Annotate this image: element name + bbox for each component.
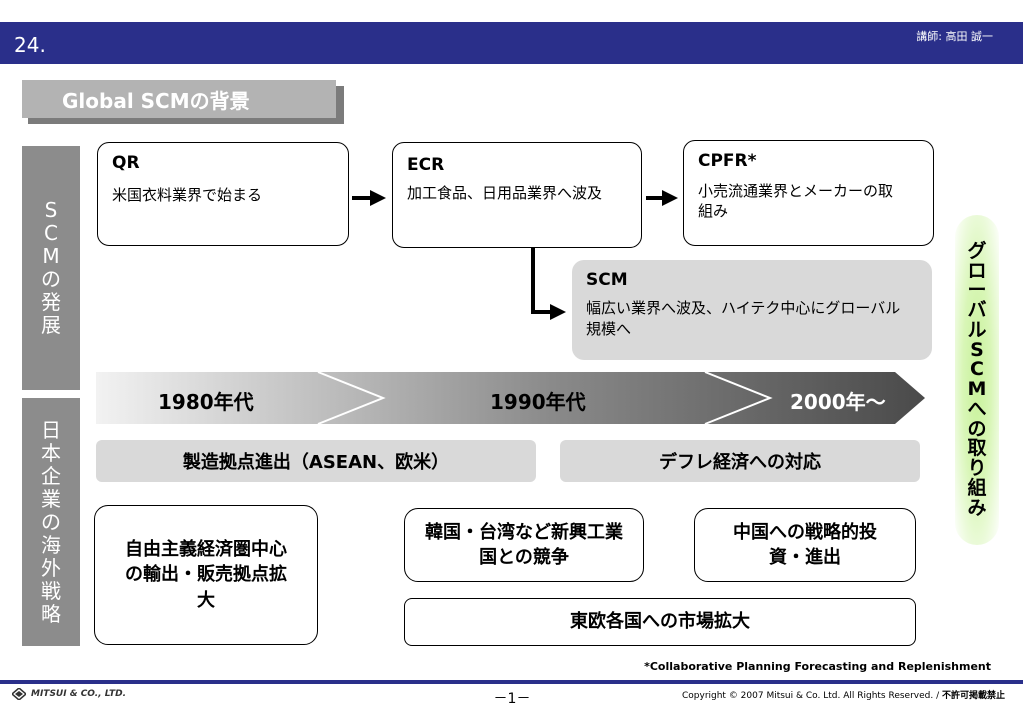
footnote: *Collaborative Planning Forecasting and … [644, 660, 991, 673]
side-label-strategy-char: 戦 [41, 578, 61, 603]
copyright-text: Copyright © 2007 Mitsui & Co. Ltd. All R… [681, 691, 942, 701]
scm-text: 幅広い業界へ波及、ハイテク中心にグローバル規模へ [586, 299, 901, 338]
copyright-notice: 不許可掲載禁止 [941, 691, 1005, 701]
side-label-scm-char: C [44, 221, 58, 245]
ecr-title: ECR [407, 155, 445, 175]
strategy-box-nics-competition: 韓国・台湾など新興工業国との競争 [404, 508, 644, 582]
side-label-strategy-char: 海 [41, 532, 61, 557]
side-label-strategy-char: 企 [41, 463, 61, 488]
global-scm-char: の [967, 417, 987, 440]
page-title: Global SCMの背景 [22, 80, 336, 118]
global-scm-char: バ [967, 299, 987, 321]
band-deflation-response: デフレ経済への対応 [560, 440, 920, 482]
side-label-scm-char: の [41, 267, 61, 291]
side-label-strategy-char: 外 [41, 555, 61, 580]
side-label-scm-char: M [42, 244, 60, 268]
global-scm-char: ー [967, 279, 987, 302]
ecr-text: 加工食品、日用品業界へ波及 [407, 184, 603, 202]
timeline-era-1980s: 1980年代 [158, 390, 254, 414]
timeline-era-2000s: 2000年～ [790, 390, 886, 414]
cpfr-box: CPFR* 小売流通業界とメーカーの取組み [683, 140, 934, 246]
strategy-box-china-investment: 中国への戦略的投資・進出 [694, 508, 916, 582]
global-scm-char: み [967, 496, 987, 519]
band-manufacturing-expansion: 製造拠点進出（ASEAN、欧米） [96, 440, 536, 482]
qr-title: QR [112, 153, 140, 173]
side-label-scm-char: 展 [41, 313, 61, 337]
global-scm-char: C [970, 358, 984, 381]
company-name: MITSUI & CO., LTD. [31, 689, 127, 699]
page-number: －1－ [493, 691, 531, 707]
lecturer-name: 講師: 高田 誠一 [916, 30, 993, 43]
scm-title: SCM [586, 270, 628, 290]
global-scm-char: り [967, 457, 987, 479]
arrow-ecr-to-cpfr [646, 190, 678, 206]
global-scm-char: 組 [967, 476, 987, 499]
side-label-strategy-char: 業 [41, 486, 61, 511]
global-scm-char: S [970, 338, 984, 361]
cpfr-text: 小売流通業界とメーカーの取組み [698, 182, 894, 221]
side-label-scm-char: S [44, 198, 58, 222]
cpfr-title: CPFR* [698, 151, 757, 171]
company-logo: MITSUI & CO., LTD. [12, 688, 126, 700]
side-label-strategy-char: 略 [41, 601, 61, 626]
global-scm-char: グ [967, 239, 987, 262]
global-scm-char: M [967, 378, 987, 400]
global-scm-pill [955, 215, 999, 545]
qr-text: 米国衣料業界で始まる [112, 186, 263, 204]
ecr-box: ECR 加工食品、日用品業界へ波及 [392, 142, 642, 248]
side-label-scm-char: 発 [41, 290, 61, 314]
arrow-qr-to-ecr [352, 190, 386, 206]
timeline-arrow [96, 371, 925, 425]
footer-rule [0, 680, 1023, 684]
copyright: Copyright © 2007 Mitsui & Co. Ltd. All R… [682, 688, 1005, 701]
global-scm-char: へ [967, 397, 987, 420]
strategy-box-eastern-europe: 東欧各国への市場拡大 [404, 598, 916, 646]
side-label-strategy-char: 本 [41, 440, 61, 465]
timeline-era-1990s: 1990年代 [490, 390, 586, 414]
slide-number: 24. [14, 33, 46, 57]
side-label-strategy-char: の [41, 509, 61, 534]
side-label-overseas-strategy: 日本企業の海外戦略 [22, 398, 80, 646]
global-scm-char: 取 [967, 437, 987, 460]
scm-box: SCM 幅広い業界へ波及、ハイテク中心にグローバル規模へ [572, 260, 932, 360]
mitsui-logo-icon [12, 688, 26, 700]
global-scm-char: ロ [967, 259, 987, 282]
header-bar [0, 22, 1023, 64]
global-scm-char: ル [967, 318, 987, 341]
side-label-strategy-char: 日 [41, 417, 61, 442]
arrow-ecr-to-scm [531, 248, 566, 320]
strategy-box-free-economy: 自由主義経済圏中心の輸出・販売拠点拡大 [94, 505, 318, 645]
qr-box: QR 米国衣料業界で始まる [97, 142, 349, 246]
